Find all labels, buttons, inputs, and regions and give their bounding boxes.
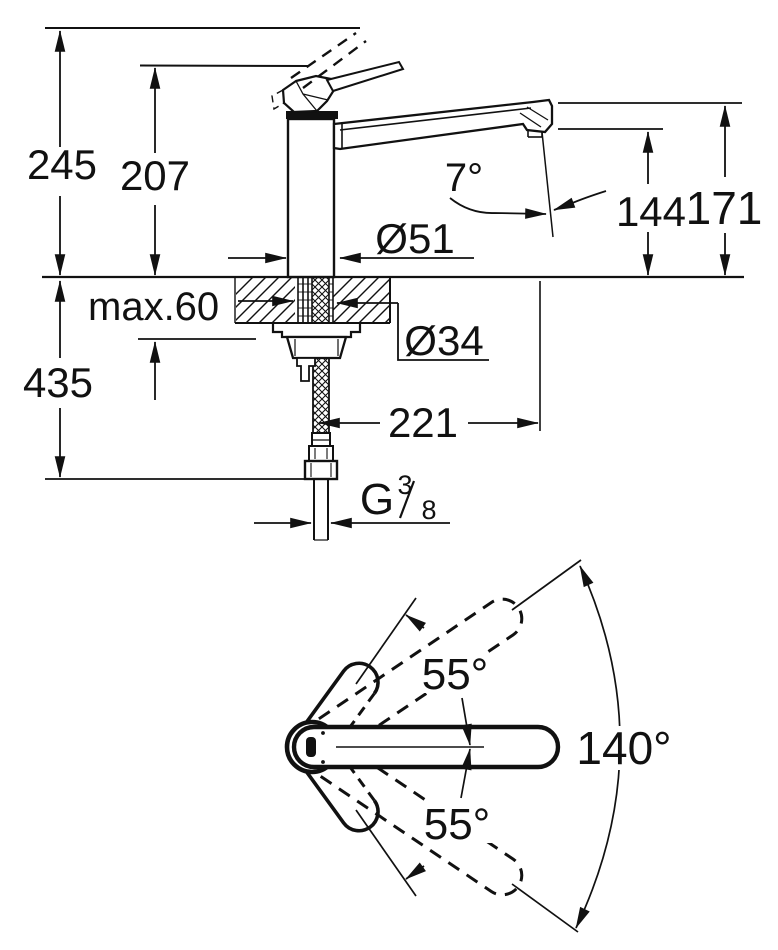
connection-nut	[303, 459, 339, 481]
side-view: 245 207 435 max.60 Ø51 Ø34 144 171 7° 22…	[23, 27, 762, 541]
top-view: 55° 55° 140°	[284, 559, 672, 933]
dim-outlet-height: 144	[616, 188, 686, 235]
dim-overall-height: 245	[27, 141, 97, 188]
dim-swivel-total: 140°	[576, 722, 671, 774]
faucet-body	[286, 117, 336, 279]
spout-tube	[332, 98, 554, 151]
handle-hidden-edge	[271, 89, 285, 111]
thread-numerator: 3	[397, 470, 412, 500]
dim-swivel-lower: 55°	[424, 800, 491, 849]
dim-spout-angle: 7°	[445, 156, 483, 200]
connection-pipe	[313, 479, 329, 541]
dim-under-counter-depth: 435	[23, 359, 93, 406]
dim-base-diameter: Ø51	[375, 215, 454, 262]
hose-fitting	[308, 445, 334, 462]
side-view-labels: 245 207 435 max.60 Ø51 Ø34 144 171 7° 22…	[23, 141, 762, 525]
braided-hose-upper	[312, 278, 329, 323]
dim-max-counter-thickness: max.60	[88, 285, 219, 329]
dim-spout-reach: 221	[388, 399, 458, 446]
dim-spout-top-height: 171	[686, 182, 763, 234]
mounting-flange	[271, 323, 362, 339]
under-counter-parts	[271, 278, 362, 541]
handle-head	[281, 74, 336, 114]
water-stream-line	[541, 131, 554, 238]
dim-height-to-lever: 207	[120, 152, 190, 199]
handle-raised-dashed	[290, 32, 367, 89]
thread-letter: G	[360, 475, 394, 524]
mounting-nut	[285, 335, 348, 360]
faucet-outline	[271, 32, 554, 279]
handle-joint	[286, 111, 338, 119]
dim-swivel-upper: 55°	[422, 650, 489, 699]
top-view-labels: 55° 55° 140°	[420, 650, 672, 849]
handle-lever	[325, 60, 405, 93]
swivel-angle-arrows	[405, 614, 472, 880]
braided-hose-lower	[313, 358, 329, 433]
mounting-stud	[296, 357, 316, 382]
thread-denominator: 8	[421, 495, 436, 525]
dimension-lines	[54, 30, 731, 529]
reference-lines	[42, 27, 744, 480]
handle-mark	[306, 737, 316, 757]
swivel-rays	[355, 559, 582, 933]
dim-hole-diameter: Ø34	[404, 317, 483, 364]
